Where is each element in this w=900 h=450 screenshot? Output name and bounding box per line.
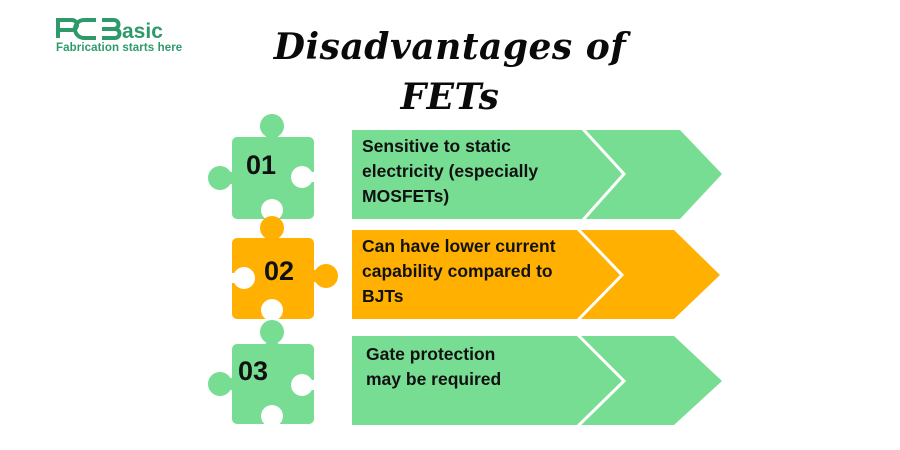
title-line-2: FETs: [400, 76, 500, 118]
logo-tagline: Fabrication starts here: [56, 42, 183, 54]
item-text-1: Sensitive to static electricity (especia…: [362, 136, 539, 206]
title-line-1: Disadvantages of: [273, 26, 627, 68]
item-text-2: Can have lower current capability compar…: [362, 236, 556, 306]
page-title: Disadvantages of FETs: [0, 22, 900, 122]
pcbasic-logo: asic Fabrication starts here: [56, 18, 206, 54]
item-number-1: 01: [246, 150, 277, 180]
pcbasic-wordmark-icon: asic: [56, 18, 163, 40]
svg-text:asic: asic: [122, 20, 163, 40]
item-text-3: Gate protection may be required: [366, 344, 502, 389]
item-number-2: 02: [264, 256, 295, 286]
item-number-3: 03: [238, 356, 269, 386]
